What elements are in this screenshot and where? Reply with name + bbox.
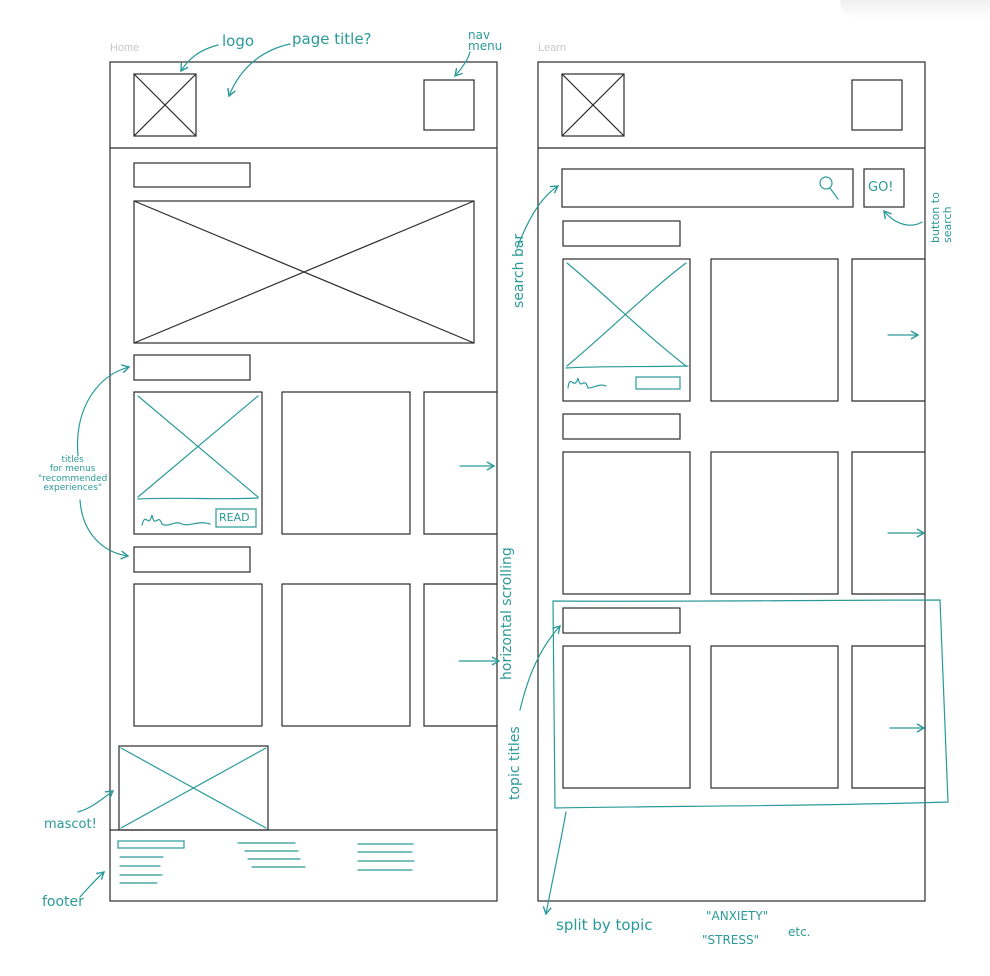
home-card-1-squiggle: [141, 514, 211, 526]
home-title-bar: [133, 162, 251, 188]
topic-titles-note: topic titles: [507, 726, 523, 800]
home-phone-frame: [109, 61, 498, 902]
nav-menu-arrow: [454, 51, 471, 78]
home-wireframe: [109, 61, 498, 902]
footer-note: footer: [42, 894, 84, 910]
learn-card-2: [710, 258, 839, 402]
read-button: [215, 508, 257, 528]
learn-card-7: [562, 645, 691, 789]
button-to-search-arrow: [883, 209, 923, 226]
read-button-label: READ: [219, 511, 250, 524]
home-card-6: [423, 583, 497, 727]
search-bar: [561, 168, 854, 208]
horizontal-scrolling-note: horizontal scrolling: [499, 547, 515, 680]
learn-logo-placeholder: [561, 73, 625, 137]
home-section-title-1: [133, 354, 251, 381]
logo-arrow: [180, 44, 219, 73]
mascot-arrow: [77, 790, 115, 813]
home-card-3: [423, 391, 497, 535]
footer-arrow: [79, 871, 106, 898]
learn-wireframe: [537, 61, 926, 902]
learn-card-1-image: [565, 262, 689, 390]
etc-note: etc.: [788, 925, 811, 939]
search-bar-arrow: [516, 185, 560, 249]
home-card-1: [133, 391, 263, 535]
learn-card-6: [851, 451, 925, 595]
go-button-label: GO!: [868, 180, 894, 195]
split-by-topic-arrow: [542, 811, 567, 916]
titles-arrow-down: [79, 499, 130, 560]
learn-card-9: [851, 645, 925, 789]
topic-titles-arrow: [519, 624, 561, 711]
learn-section-title-2: [562, 413, 681, 440]
split-by-topic-note: split by topic: [556, 916, 653, 934]
home-hero-image: [133, 200, 475, 344]
logo-note: logo: [222, 32, 255, 50]
button-to-search-note: button to search: [929, 192, 954, 243]
anxiety-note: "ANXIETY": [706, 909, 769, 923]
learn-frame-label: Learn: [538, 42, 567, 54]
page-shadow: [840, 0, 990, 20]
home-mascot-cross: [120, 747, 267, 829]
search-bar-note: search bar: [511, 233, 527, 308]
search-icon: [819, 176, 839, 200]
home-card-2: [281, 391, 411, 535]
learn-phone-frame: [537, 61, 926, 902]
learn-card-5: [710, 451, 839, 595]
home-nav-menu-box: [423, 79, 475, 131]
learn-nav-menu-box: [851, 79, 903, 131]
learn-card-4: [562, 451, 691, 595]
page-title-note: page title?: [292, 30, 372, 48]
learn-annotations-drawn: [516, 176, 949, 916]
home-frame-label: Home: [110, 42, 140, 54]
learn-section-title-3: [562, 607, 681, 634]
home-card-5: [281, 583, 411, 727]
home-card-4: [133, 583, 263, 727]
learn-section-title-1: [562, 220, 681, 247]
titles-arrow-up: [76, 364, 131, 457]
home-logo-placeholder: [133, 73, 197, 137]
topic-group-outline: [552, 599, 949, 809]
titles-for-menus-note: titles for menus "recommended experience…: [38, 455, 108, 494]
learn-card-8: [710, 645, 839, 789]
home-card-1-image: [137, 395, 259, 500]
nav-menu-note: nav menu: [468, 28, 503, 54]
home-footer-links: [117, 840, 415, 884]
mascot-note: mascot!: [44, 817, 97, 832]
home-annotations-drawn: [76, 43, 501, 898]
go-button-box: [863, 168, 905, 208]
stress-note: "STRESS": [702, 933, 760, 947]
home-section-title-2: [133, 546, 251, 573]
learn-card-3: [851, 258, 925, 402]
learn-card-1: [562, 258, 691, 402]
page-title-arrow: [227, 43, 291, 98]
